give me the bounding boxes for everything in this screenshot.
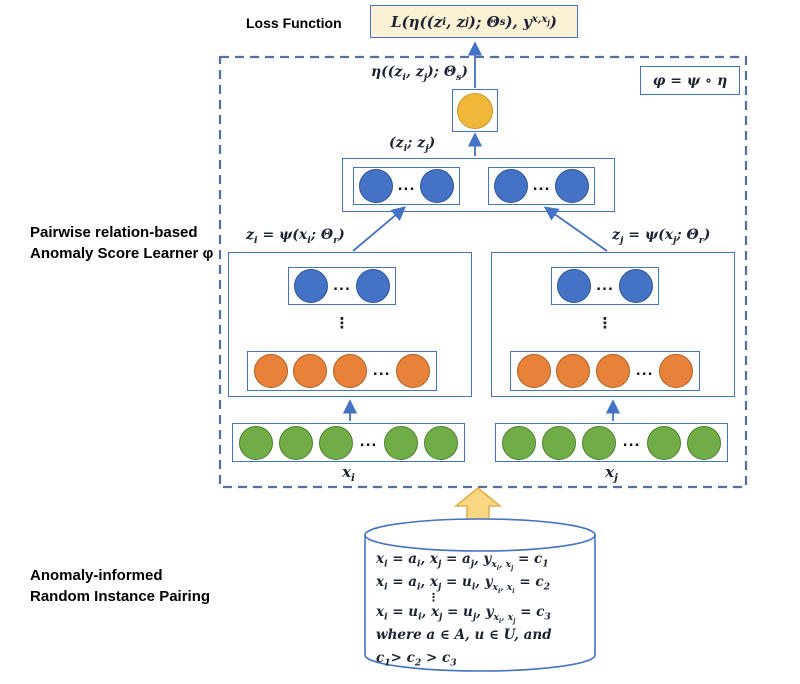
loss-function-label: Loss Function xyxy=(246,15,342,31)
right-input-layer: ... xyxy=(495,423,728,462)
orange-node xyxy=(596,354,631,388)
arrow-left-net-to-concat xyxy=(352,206,407,252)
ellipsis: ... xyxy=(397,178,416,194)
x-j-label: xj xyxy=(605,463,618,484)
blue-node xyxy=(555,169,590,203)
ellipsis: ... xyxy=(635,363,654,379)
green-node xyxy=(542,425,577,460)
pairing-line: xi = ai, xj = aj, yxi, xj = c1 xyxy=(376,551,549,572)
right-hidden-bottom-layer: ... xyxy=(510,351,700,391)
eta-output-label: η((zi, zj); Θs) xyxy=(371,64,469,83)
green-node xyxy=(582,425,617,460)
pairing-title-line1: Anomaly-informed xyxy=(30,567,163,584)
green-node xyxy=(279,425,314,460)
green-node xyxy=(646,425,681,460)
pairing-title: Anomaly-informed Random Instance Pairing xyxy=(30,565,210,607)
learner-title: Pairwise relation-based Anomaly Score Le… xyxy=(30,222,213,264)
blue-node xyxy=(557,269,592,303)
learner-title-line1: Pairwise relation-based xyxy=(30,224,198,241)
left-input-layer: ... xyxy=(232,423,465,462)
x-i-label: xi xyxy=(342,463,355,484)
arrow-right-net-to-concat xyxy=(543,206,608,252)
ellipsis: ... xyxy=(532,178,551,194)
left-vertical-ellipsis: ⋮ xyxy=(334,314,350,332)
pairing-line: ⋮ xyxy=(428,591,439,604)
orange-node xyxy=(556,354,591,388)
z-j-label: zj = ψ(xj; Θr) xyxy=(612,227,711,246)
green-node xyxy=(686,425,721,460)
blue-node xyxy=(618,269,653,303)
right-hidden-top-layer: ... xyxy=(551,267,659,305)
orange-node xyxy=(396,354,431,388)
right-vertical-ellipsis: ⋮ xyxy=(597,314,613,332)
concat-left-half: ... xyxy=(353,167,460,205)
ellipsis: ... xyxy=(372,363,391,379)
pairing-line: xi = ui, xj = uj, yxi, xj = c3 xyxy=(376,604,551,625)
orange-node xyxy=(659,354,694,388)
green-node xyxy=(239,425,274,460)
pairing-title-line2: Random Instance Pairing xyxy=(30,588,211,605)
orange-node xyxy=(516,354,551,388)
output-node-box xyxy=(452,89,498,132)
green-node xyxy=(423,425,458,460)
green-node xyxy=(319,425,354,460)
orange-node xyxy=(293,354,328,388)
pairing-line: c1> c2 > c3 xyxy=(376,650,457,669)
learner-title-line2: Anomaly Score Learner φ xyxy=(30,245,214,262)
ellipsis: ... xyxy=(596,278,614,294)
pairing-cylinder-top xyxy=(364,518,596,552)
left-hidden-bottom-layer: ... xyxy=(247,351,437,391)
ellipsis: ... xyxy=(333,278,351,294)
concat-right-half: ... xyxy=(488,167,595,205)
output-node xyxy=(457,92,493,129)
z-i-label: zi = ψ(xi; Θr) xyxy=(246,227,345,246)
pairing-line: where a ∈ A, u ∈ U, and xyxy=(376,627,552,643)
blue-node xyxy=(420,169,455,203)
orange-node xyxy=(253,354,288,388)
left-hidden-top-layer: ... xyxy=(288,267,396,305)
blue-node xyxy=(355,269,390,303)
blue-node xyxy=(294,269,329,303)
green-node xyxy=(502,425,537,460)
green-node xyxy=(383,425,418,460)
pairing-line: xi = ai, xj = ui, yxi, xi = c2 xyxy=(376,574,550,595)
blue-node xyxy=(493,169,528,203)
orange-node xyxy=(333,354,368,388)
ellipsis: ... xyxy=(359,435,378,450)
blue-node xyxy=(358,169,393,203)
phi-composition-box: φ = ψ ∘ η xyxy=(640,66,740,95)
concat-label: (zi; zj) xyxy=(389,135,436,154)
ellipsis: ... xyxy=(622,435,641,450)
block-arrow-pairing-to-learner xyxy=(453,486,503,525)
